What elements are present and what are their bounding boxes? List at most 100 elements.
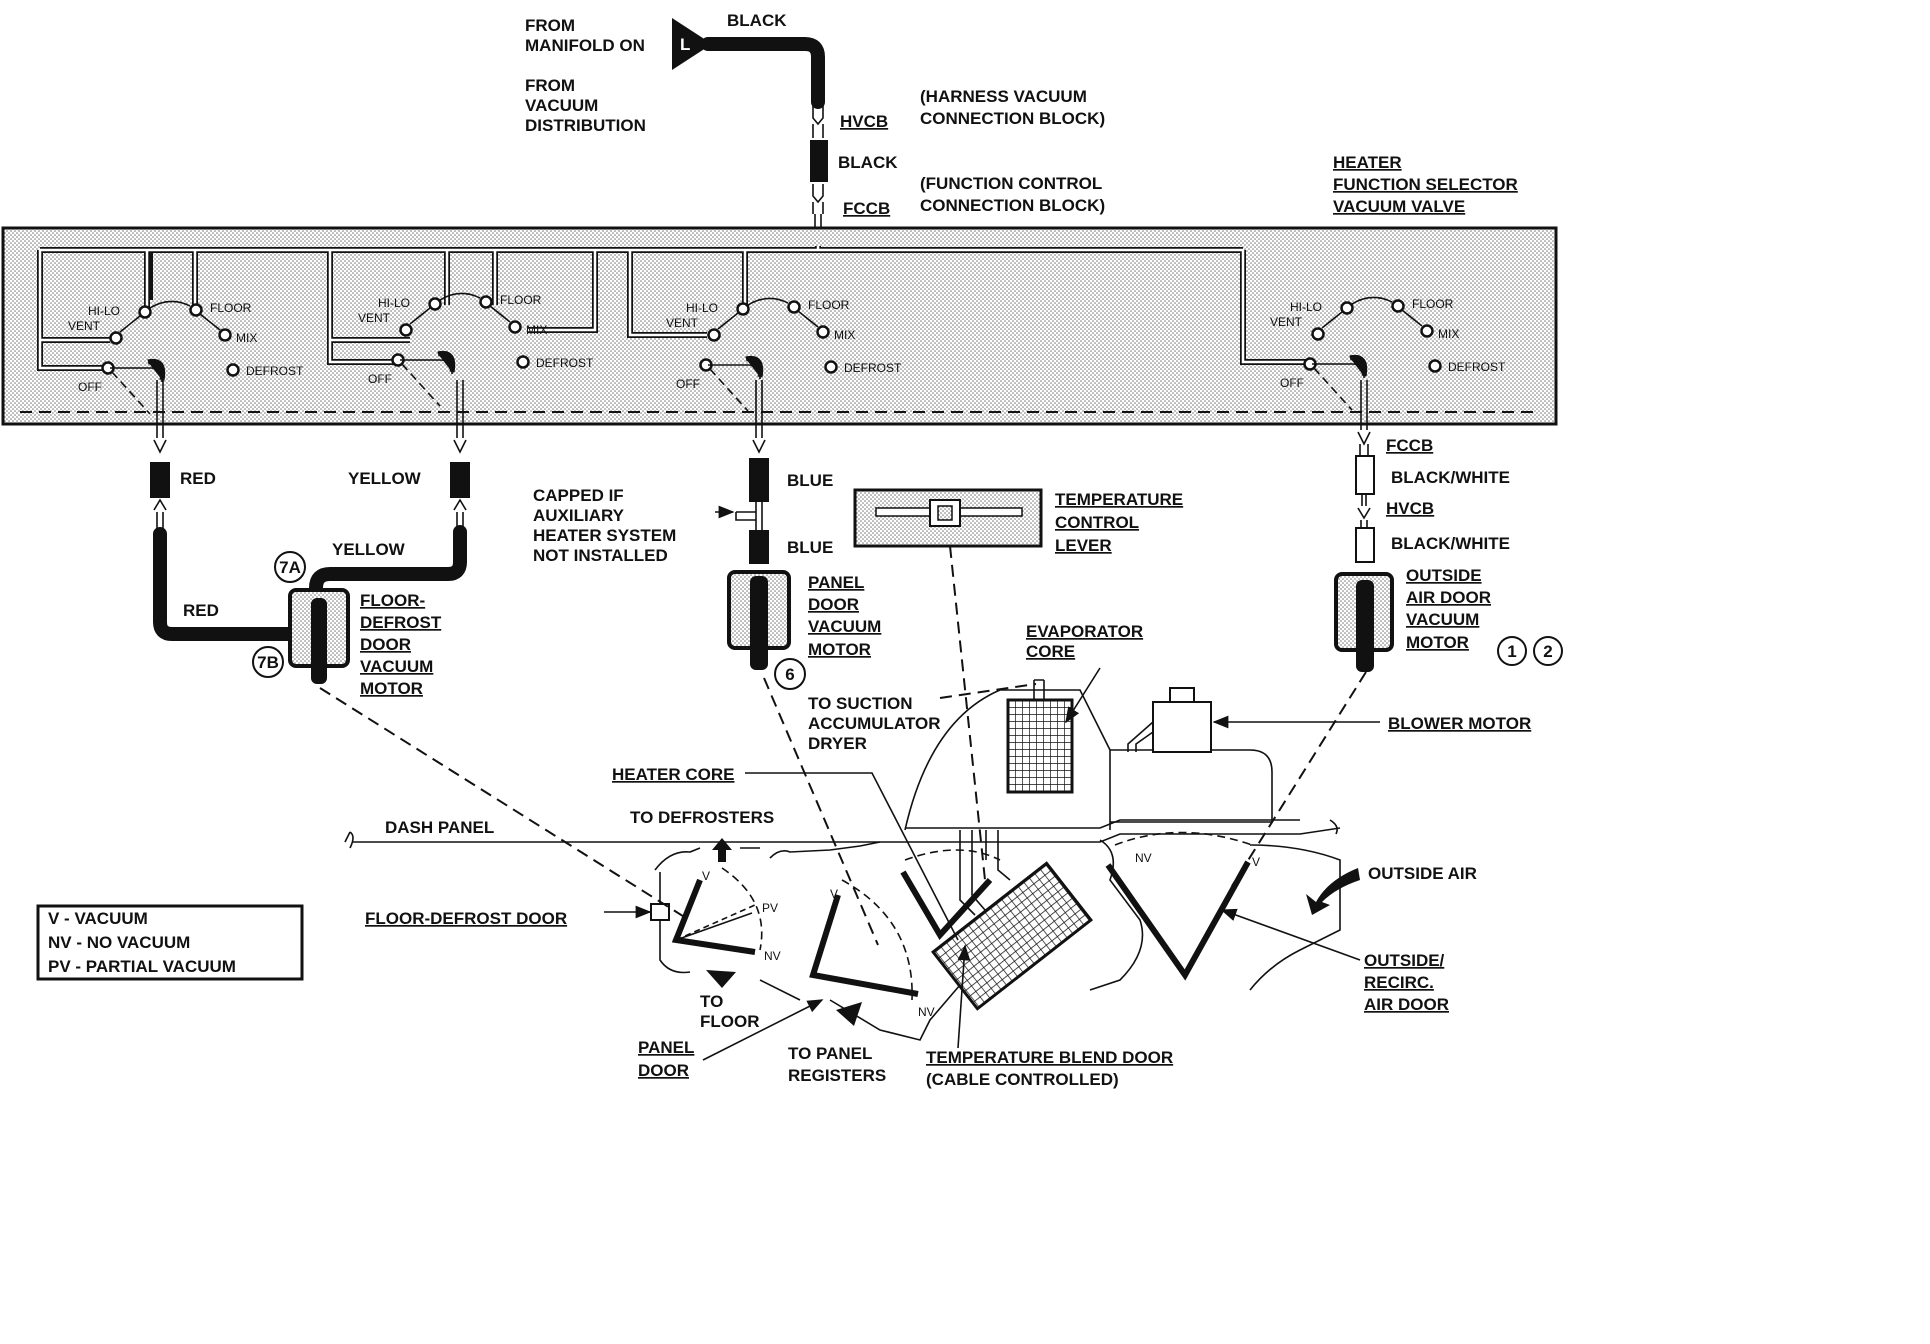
fd-door-v: V: [702, 869, 710, 883]
fd-motor-label-2: DEFROST: [360, 613, 442, 632]
source-triangle-icon: [672, 18, 712, 70]
valve-port: [1428, 359, 1442, 373]
temp-lever-label-2: CONTROL: [1055, 513, 1139, 532]
switch-label-mix: MIX: [1438, 327, 1459, 341]
switch-label-off: OFF: [78, 380, 102, 394]
to-defrosters-arrow-icon: [712, 838, 732, 862]
heater-core-label: HEATER CORE: [612, 765, 734, 784]
valve-port: [399, 323, 413, 337]
fccb-connector: [812, 184, 824, 204]
outside-air-arrow-icon: [1306, 868, 1360, 915]
fd-door-pv: PV: [762, 901, 778, 915]
blower-motor: [1152, 701, 1212, 753]
floor-defrost-circuit: RED RED YELLOW YELLOW 7A 7B FLOOR- DEFRO…: [150, 380, 470, 698]
valve-port: [1391, 299, 1405, 313]
switch-label-mix: MIX: [834, 328, 855, 342]
vacuum-system-diagram: L FROM MANIFOLD ON FROM VACUUM DISTRIBUT…: [1, 11, 1563, 1089]
to-panel-label-1: TO PANEL: [788, 1044, 872, 1063]
blend-door-label-1: TEMPERATURE BLEND DOOR: [926, 1048, 1173, 1067]
red-hose: [153, 527, 295, 641]
fccb-right-label: FCCB: [1386, 436, 1433, 455]
valve-port: [824, 360, 838, 374]
switch-label-vent: VENT: [666, 316, 699, 330]
svg-text:1: 1: [1507, 642, 1516, 661]
fd-motor-label-1: FLOOR-: [360, 591, 425, 610]
valve-port: [189, 303, 203, 317]
suction-label-3: DRYER: [808, 734, 867, 753]
switch-label-hilo: HI-LO: [378, 296, 410, 310]
blend-door-label-2: (CABLE CONTROLLED): [926, 1070, 1119, 1089]
switch-label-off: OFF: [1280, 376, 1304, 390]
recirc-door-v: V: [1252, 855, 1260, 869]
to-panel-label-2: REGISTERS: [788, 1066, 886, 1085]
switch-label-mix: MIX: [236, 331, 257, 345]
blue-label-1: BLUE: [787, 471, 833, 490]
panel-door: [809, 894, 919, 997]
vacuum-source: L FROM MANIFOLD ON FROM VACUUM DISTRIBUT…: [525, 11, 825, 135]
switch-label-defrost: DEFROST: [536, 356, 594, 370]
recirc-label-3: AIR DOOR: [1364, 995, 1449, 1014]
callout-7a: [274, 551, 306, 583]
callout-6: [774, 658, 806, 690]
valve-port: [508, 320, 522, 334]
switch-label-hilo: HI-LO: [686, 301, 718, 315]
fccb-label: FCCB: [843, 199, 890, 218]
panel-door-circuit: BLUE BLUE CAPPED IF AUXILIARY HEATER SYS…: [533, 380, 881, 690]
temp-lever-label-1: TEMPERATURE: [1055, 490, 1183, 509]
black-hose-segment: [810, 140, 828, 182]
legend-box: [36, 904, 304, 981]
red-label-2: RED: [183, 601, 219, 620]
heater-core: [930, 861, 1094, 1011]
switch-label-vent: VENT: [68, 319, 101, 333]
blue-label-2: BLUE: [787, 538, 833, 557]
outside-air-label: OUTSIDE AIR: [1368, 864, 1477, 883]
evaporator-label-1: EVAPORATOR: [1026, 622, 1143, 641]
top-connector-stack: HVCB (HARNESS VACUUM CONNECTION BLOCK) B…: [810, 87, 1518, 248]
outside-air-motor-plunger: [1356, 580, 1374, 672]
switch-label-vent: VENT: [358, 311, 391, 325]
valve-port: [218, 328, 232, 342]
panel-motor-label-2: DOOR: [808, 595, 859, 614]
floor-defrost-linkage: [319, 687, 687, 919]
fccb-desc-2: CONNECTION BLOCK): [920, 196, 1105, 215]
legend-partial-vacuum: PV - PARTIAL VACUUM: [48, 957, 236, 976]
yellow-label-1: YELLOW: [348, 469, 422, 488]
red-hose-segment: [150, 462, 170, 498]
svg-text:2: 2: [1543, 642, 1552, 661]
recirc-door-nv: NV: [1135, 851, 1152, 865]
switch-label-hilo: HI-LO: [1290, 300, 1322, 314]
fd-motor-label-3: DOOR: [360, 635, 411, 654]
switch-label-off: OFF: [676, 377, 700, 391]
svg-text:7B: 7B: [257, 653, 279, 672]
legend-vacuum: V - VACUUM: [48, 909, 148, 928]
valve-port: [516, 355, 530, 369]
callout-2: [1533, 636, 1563, 666]
to-floor-arrow-icon: [706, 970, 736, 988]
valve-title-2: FUNCTION SELECTOR: [1333, 175, 1518, 194]
valve-port: [736, 302, 750, 316]
yellow-hose: [309, 525, 467, 595]
switch-label-hilo: HI-LO: [88, 304, 120, 318]
temperature-blend-door: [900, 870, 993, 941]
outside-motor-label-4: MOTOR: [1406, 633, 1469, 652]
from-vacuum-line-2: VACUUM: [525, 96, 598, 115]
evaporator-core: [1006, 698, 1074, 794]
panel-motor-label-4: MOTOR: [808, 640, 871, 659]
outside-motor-label-1: OUTSIDE: [1406, 566, 1482, 585]
to-floor-label-2: FLOOR: [700, 1012, 760, 1031]
valve-title-3: VACUUM VALVE: [1333, 197, 1465, 216]
hvcb-label: HVCB: [840, 112, 888, 131]
vacuum-channels: [37, 246, 1306, 371]
to-floor-label-1: TO: [700, 992, 723, 1011]
yellow-label-2: YELLOW: [332, 540, 406, 559]
blue-hose-segment-2: [749, 530, 769, 564]
temperature-control-lever: TEMPERATURE CONTROL LEVER: [853, 488, 1183, 555]
callout-7b: [252, 646, 284, 678]
from-vacuum-line-3: DISTRIBUTION: [525, 116, 646, 135]
outside-motor-label-3: VACUUM: [1406, 610, 1479, 629]
svg-text:7A: 7A: [279, 558, 301, 577]
suction-label-2: ACCUMULATOR: [808, 714, 941, 733]
